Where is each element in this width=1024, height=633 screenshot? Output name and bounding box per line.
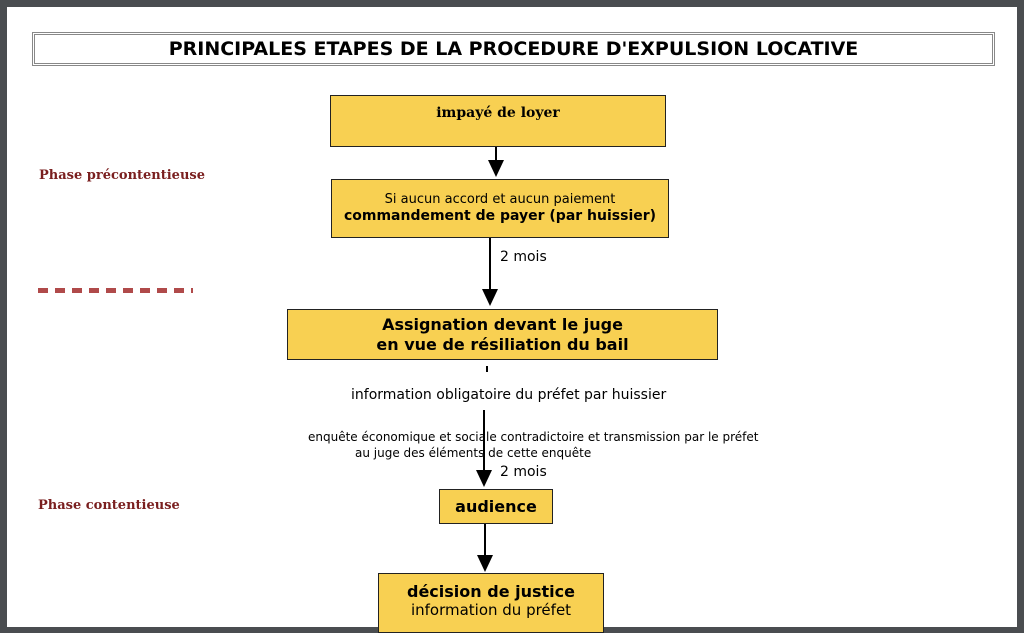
delay-label: 2 mois [500,464,547,480]
step-audience-label: audience [455,496,537,516]
phase-label-precontentieuse: Phase précontentieuse [39,168,205,183]
tick-mark [486,366,488,372]
step-impaye-label: impayé de loyer [436,105,560,121]
phase-divider [38,288,193,293]
arrow-head-icon [476,470,492,487]
step-decision-line2: information du préfet [410,601,572,620]
info-prefet-text: information obligatoire du préfet par hu… [351,387,667,403]
delay-label: 2 mois [500,249,547,265]
phase-label-contentieuse: Phase contentieuse [38,498,180,513]
step-assignation-line1: Assignation devant le juge [382,315,623,335]
step-decision-line1: décision de justice [407,582,575,601]
page-title: PRINCIPALES ETAPES DE LA PROCEDURE D'EXP… [32,32,995,66]
arrow-head-icon [477,555,493,572]
step-commandement-line2: commandement de payer (par huissier) [343,207,657,224]
arrow-line [483,410,485,472]
step-commandement: Si aucun accord et aucun paiement comman… [331,179,669,238]
step-audience: audience [439,489,553,524]
enquete-text-line1: enquête économique et sociale contradict… [308,430,759,444]
step-decision: décision de justice information du préfe… [378,573,604,633]
step-commandement-line1: Si aucun accord et aucun paiement [384,192,616,208]
enquete-text-line2: au juge des éléments de cette enquête [355,446,592,460]
arrow-line [489,238,491,290]
arrow-head-icon [482,289,498,306]
step-assignation-line2: en vue de résiliation du bail [376,334,629,354]
arrow-line [495,147,497,161]
step-impaye: impayé de loyer [330,95,666,147]
step-assignation: Assignation devant le juge en vue de rés… [287,309,718,360]
arrow-line [484,524,486,556]
arrow-head-icon [488,160,504,177]
